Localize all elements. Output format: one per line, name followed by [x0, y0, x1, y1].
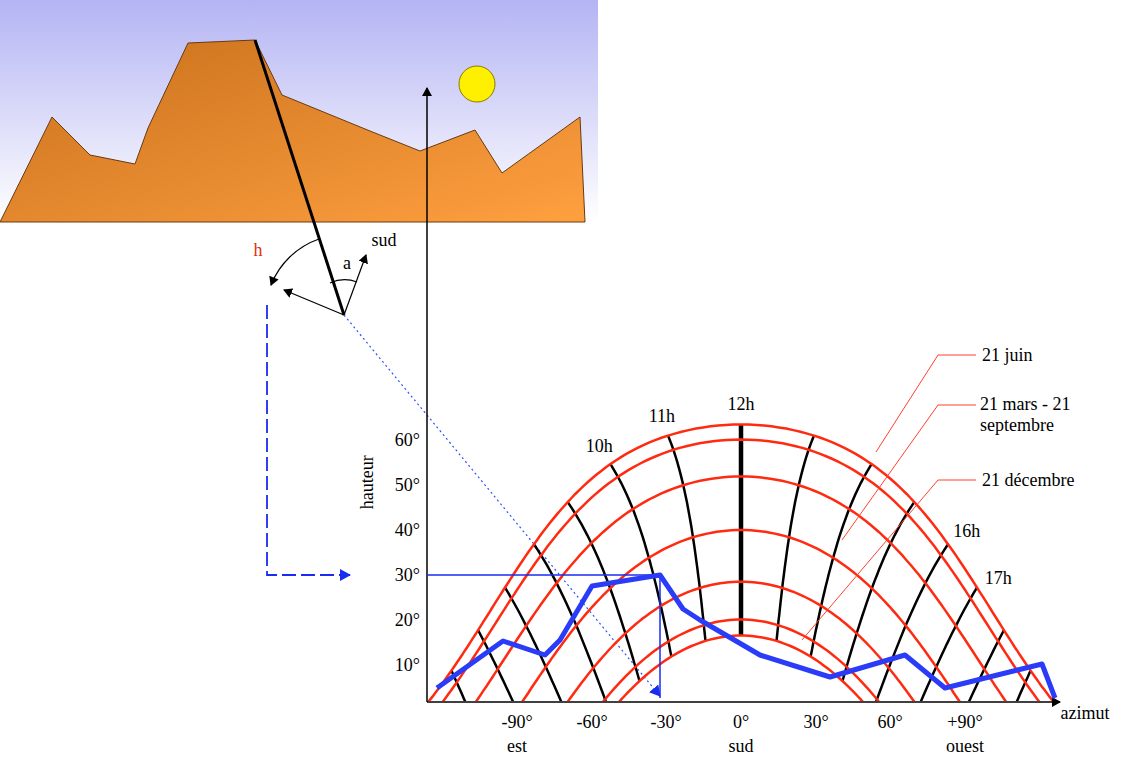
axis-label: 60°: [877, 712, 902, 733]
azimuth-axis: [427, 701, 1060, 703]
date-callout: 21 décembre: [982, 470, 1074, 491]
mountain-horizon: [0, 40, 585, 222]
leader-line: [842, 405, 976, 540]
reading-line: [427, 575, 660, 698]
hour-label: 11h: [649, 406, 675, 427]
date-curve: [431, 440, 1050, 701]
sky: [0, 0, 598, 222]
axis-label: 50°: [395, 475, 420, 496]
axis-label: ouest: [946, 736, 984, 757]
sun: [459, 66, 495, 102]
axis-label: 40°: [395, 520, 420, 541]
axis-label: 30°: [395, 565, 420, 586]
axis-label: sud: [728, 736, 753, 757]
axis-label: 60°: [395, 430, 420, 451]
horizontal-arrow: [284, 290, 344, 315]
axis-label: 30°: [803, 712, 828, 733]
axis-label: -60°: [576, 712, 607, 733]
date-curve: [428, 425, 1064, 702]
date-callout: 21 juin: [982, 345, 1033, 366]
sun-path-curves: [428, 425, 1064, 702]
axis-label: -30°: [650, 712, 681, 733]
sight-line: [255, 40, 344, 315]
axis-label: sud: [371, 230, 396, 251]
leader-line: [802, 480, 976, 640]
height-axis: [426, 88, 428, 702]
date-callout: 21 mars - 21 septembre: [980, 394, 1140, 435]
hour-label: 16h: [953, 521, 980, 542]
horizon-profile: [437, 575, 1055, 698]
axis-label: h: [254, 240, 263, 261]
date-curve: [594, 620, 889, 702]
hour-label: 10h: [586, 436, 613, 457]
axis-label: 0°: [733, 712, 749, 733]
azimuth-arc: [330, 280, 357, 283]
height-bracket: [267, 305, 350, 575]
hour-label: 17h: [985, 568, 1012, 589]
axis-label: +90°: [947, 712, 982, 733]
axis-label: a: [343, 253, 351, 274]
axis-label: 20°: [395, 610, 420, 631]
axis-label: est: [507, 736, 527, 757]
hour-line: [872, 544, 948, 701]
axis-label: azimut: [1061, 703, 1110, 724]
date-curve: [514, 530, 968, 701]
height-arc: [271, 239, 319, 285]
axis-title: hauteur: [357, 455, 378, 509]
leader-line: [876, 355, 976, 452]
axis-label: -90°: [501, 712, 532, 733]
date-curve: [467, 477, 1016, 702]
axis-label: 10°: [395, 655, 420, 676]
hour-label: 12h: [728, 394, 755, 415]
